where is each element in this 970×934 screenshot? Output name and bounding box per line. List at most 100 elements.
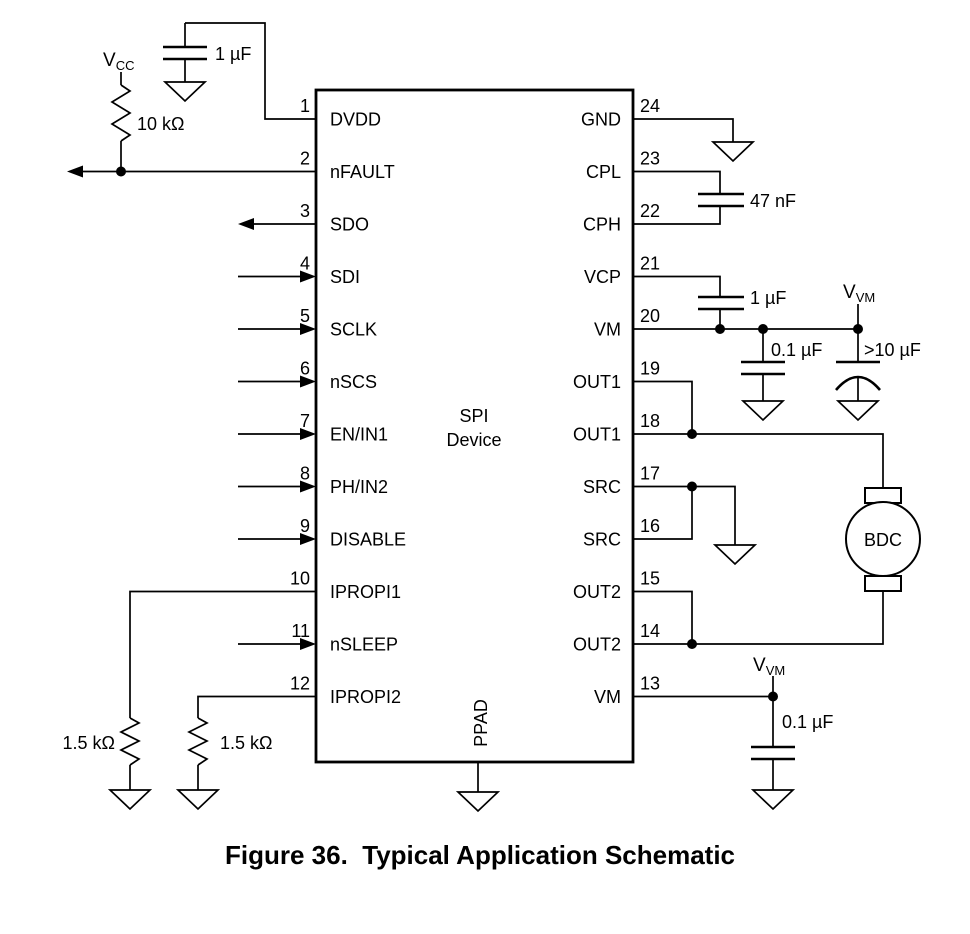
net-sdo [238,218,316,230]
arrow-right-icon [300,323,316,335]
ground-icon [162,81,208,103]
pin-number: 24 [640,96,660,116]
ic-title-line2: Device [446,430,501,450]
net-charge-pump: 47 nF [633,170,796,225]
vcp-cap-label: 1 µF [750,288,786,308]
pin-name: VM [594,687,621,707]
motor-terminal-top [864,487,902,504]
pin-number: 3 [300,201,310,221]
pin-number: 10 [290,569,310,589]
pin-name: SRC [583,530,621,550]
right-pin-labels: 24 23 22 21 20 19 18 17 16 15 14 13 GND … [573,96,660,707]
pin-name: nFAULT [330,162,395,182]
arrow-left-icon [67,165,83,178]
pin-name: OUT2 [573,582,621,602]
pin-name: VCP [584,267,621,287]
figure-caption: Figure 36. Typical Application Schematic [225,840,735,870]
motor-terminal-bottom [864,575,902,592]
pin-number: 6 [300,359,310,379]
pin-name: SDO [330,215,369,235]
net-vm-bottom: VVM 0.1 µF [633,655,833,811]
pin-number: 9 [300,516,310,536]
cp-cap-label: 47 nF [750,191,796,211]
pin-name: IPROPI1 [330,582,401,602]
resistor-10k-label: 10 kΩ [137,114,184,134]
pin-name: IPROPI2 [330,687,401,707]
ic-body [314,88,635,764]
pin-name: nSCS [330,372,377,392]
pin-number: 15 [640,569,660,589]
pin-name: OUT1 [573,372,621,392]
arrow-right-icon [300,480,316,493]
vm-bulk-cap-label: >10 µF [864,340,921,360]
net-dvdd: 1 µF [162,22,316,120]
pin-number: 12 [290,674,310,694]
pin-number: 8 [300,464,310,484]
pin-number: 18 [640,411,660,431]
junction-dot [116,166,126,177]
arrow-right-icon [300,270,316,283]
ground-icon [107,789,153,811]
arrow-right-icon [300,375,316,388]
arrow-right-icon [300,533,316,545]
resistor-1k5 [119,717,141,766]
net-vcc-pullup: VCC 10 kΩ [67,50,316,178]
net-ppad [455,762,501,813]
ground-icon [835,400,881,422]
net-gnd [633,118,756,163]
net-ipropi1: 1.5 kΩ [63,590,316,811]
left-pin-labels: 1 2 3 4 5 6 7 8 9 10 11 12 DVDD nFAULT S… [290,96,406,707]
net-ipropi2: 1.5 kΩ [175,695,316,811]
vvm-label-top: VVM [843,282,875,305]
pin-number: 23 [640,149,660,169]
pin-number: 16 [640,516,660,536]
pin-number: 17 [640,464,660,484]
pin-name: PH/IN2 [330,477,388,497]
net-input-arrows [238,270,316,650]
pin-number: 21 [640,254,660,274]
pin-number: 19 [640,359,660,379]
junction-dot [715,324,725,334]
motor-body [845,501,921,577]
resistor-10k [110,84,132,142]
pin-number: 1 [300,96,310,116]
net-out1 [633,380,884,488]
pin-number: 5 [300,306,310,326]
pin-name: SRC [583,477,621,497]
junction-dot [687,481,697,492]
motor-label: BDC [864,530,902,550]
vvm-label-bottom: VVM [753,655,785,678]
pin-name: OUT2 [573,635,621,655]
vcc-label: VCC [103,50,134,73]
pin-name: SCLK [330,320,377,340]
net-out2 [633,590,884,649]
pin-name: EN/IN1 [330,425,388,445]
arrow-right-icon [300,638,316,650]
pin-number: 13 [640,674,660,694]
arrow-right-icon [300,428,316,440]
ground-icon [712,544,758,566]
vm2-bypass-cap-label: 0.1 µF [782,712,833,732]
net-vm-top: VVM 0.1 µF >10 µF [633,282,921,422]
ipropi2-res-label: 1.5 kΩ [220,733,272,753]
pin-number: 7 [300,411,310,431]
pin-name: CPH [583,215,621,235]
capacitor-curved-plate [835,375,881,391]
ground-icon [750,789,796,811]
pin-name: nSLEEP [330,635,398,655]
pin-number: 4 [300,254,310,274]
pin-number: 20 [640,306,660,326]
ground-icon [710,141,756,163]
pin-name: SDI [330,267,360,287]
ground-icon [455,791,501,813]
arrow-left-icon [238,218,254,230]
junction-dot [687,639,697,649]
ground-icon [740,400,786,422]
ground-icon [175,789,221,811]
pin-name: DISABLE [330,530,406,550]
pin-name: VM [594,320,621,340]
pin-number: 2 [300,149,310,169]
vm-bypass-cap-label: 0.1 µF [771,340,822,360]
